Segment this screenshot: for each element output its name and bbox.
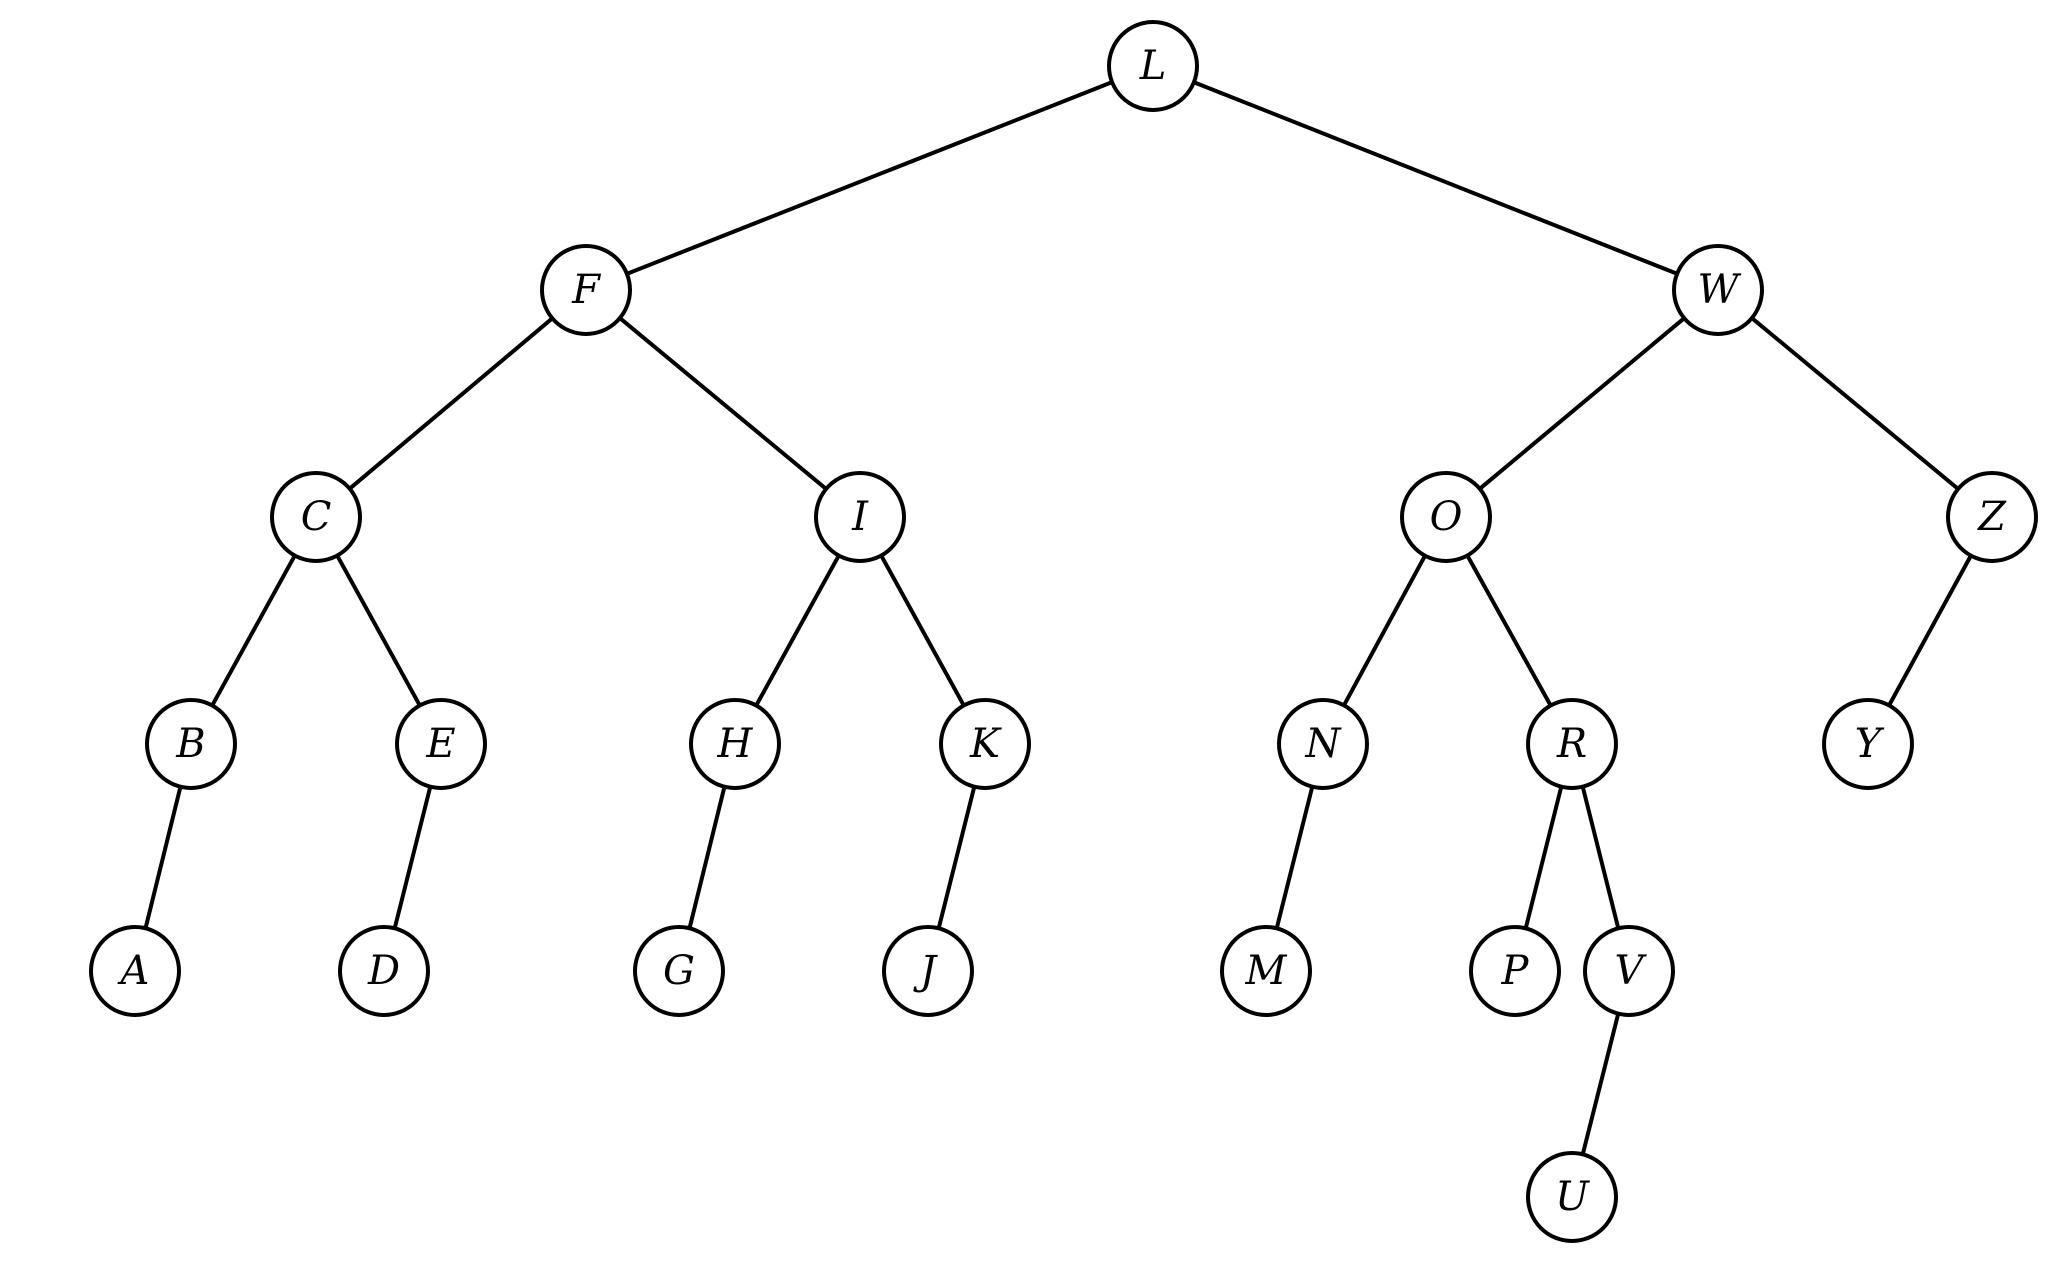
node-circle: [689, 698, 781, 790]
tree-node-z: Z: [1946, 471, 2038, 563]
tree-node-n: N: [1277, 698, 1369, 790]
node-label: G: [663, 948, 695, 994]
tree-node-h: H: [689, 698, 781, 790]
node-circle: [1277, 698, 1369, 790]
edge-i-k: [879, 553, 966, 708]
edge-k-j: [936, 784, 977, 931]
edge-w-z: [1749, 316, 1961, 491]
node-label: D: [367, 948, 400, 994]
edges-layer: [143, 80, 1973, 1157]
tree-node-w: W: [1672, 244, 1764, 336]
node-circle: [1583, 925, 1675, 1017]
tree-node-v: V: [1583, 925, 1675, 1017]
node-circle: [814, 471, 906, 563]
tree-node-u: U: [1526, 1151, 1618, 1243]
node-circle: [338, 925, 430, 1017]
tree-node-m: M: [1220, 925, 1312, 1017]
node-circle: [633, 925, 725, 1017]
node-label: E: [425, 721, 455, 767]
node-label: N: [1305, 721, 1343, 767]
node-label: O: [1430, 494, 1463, 540]
edge-c-b: [210, 553, 297, 708]
node-circle: [1672, 244, 1764, 336]
edge-z-y: [1887, 553, 1973, 708]
node-circle: [939, 698, 1031, 790]
node-label: F: [571, 267, 601, 313]
tree-node-y: Y: [1822, 698, 1914, 790]
node-label: K: [969, 721, 1002, 767]
node-circle: [270, 471, 362, 563]
node-circle: [540, 244, 632, 336]
node-circle: [1400, 471, 1492, 563]
node-label: A: [117, 948, 150, 994]
tree-node-p: P: [1469, 925, 1561, 1017]
edge-f-c: [347, 316, 555, 491]
node-label: W: [1697, 267, 1741, 313]
tree-node-k: K: [939, 698, 1031, 790]
node-circle: [1946, 471, 2038, 563]
node-circle: [1526, 1151, 1618, 1243]
node-label: I: [851, 494, 869, 540]
node-circle: [395, 698, 487, 790]
tree-node-c: C: [270, 471, 362, 563]
edge-f-i: [617, 316, 829, 491]
edge-c-e: [335, 553, 422, 708]
node-label: U: [1555, 1174, 1590, 1220]
node-label: R: [1556, 721, 1587, 767]
node-circle: [882, 925, 974, 1017]
node-circle: [1469, 925, 1561, 1017]
node-label: Z: [1976, 494, 2007, 540]
edge-e-d: [392, 784, 433, 931]
node-label: P: [1501, 948, 1530, 994]
node-label: M: [1245, 948, 1288, 994]
node-label: H: [717, 721, 754, 767]
node-circle: [1822, 698, 1914, 790]
node-circle: [145, 698, 237, 790]
edge-o-n: [1341, 553, 1428, 708]
node-label: B: [175, 721, 205, 767]
edge-v-u: [1580, 1011, 1621, 1157]
node-label: V: [1615, 948, 1648, 994]
tree-node-i: I: [814, 471, 906, 563]
edge-b-a: [143, 784, 183, 931]
edge-h-g: [687, 784, 727, 931]
tree-node-e: E: [395, 698, 487, 790]
tree-node-j: J: [882, 925, 974, 1017]
tree-node-r: R: [1526, 698, 1618, 790]
tree-node-o: O: [1400, 471, 1492, 563]
tree-node-f: F: [540, 244, 632, 336]
node-circle: [89, 925, 181, 1017]
node-label: L: [1139, 43, 1167, 89]
edge-l-w: [1191, 80, 1680, 276]
node-circle: [1107, 20, 1199, 112]
tree-node-b: B: [145, 698, 237, 790]
edge-r-p: [1523, 784, 1564, 931]
edge-l-f: [624, 80, 1115, 276]
tree-node-a: A: [89, 925, 181, 1017]
edge-i-h: [754, 553, 841, 708]
tree-node-l: L: [1107, 20, 1199, 112]
node-label: C: [301, 494, 332, 540]
edge-r-v: [1580, 784, 1621, 931]
edge-o-r: [1465, 553, 1553, 708]
node-circle: [1220, 925, 1312, 1017]
node-circle: [1526, 698, 1618, 790]
node-label: Y: [1855, 721, 1885, 767]
tree-node-g: G: [633, 925, 725, 1017]
nodes-layer: L F W C I O Z B E H K N R Y A D G J M P V U: [89, 20, 2038, 1243]
edge-n-m: [1274, 784, 1315, 931]
tree-node-d: D: [338, 925, 430, 1017]
edge-w-o: [1477, 316, 1687, 491]
